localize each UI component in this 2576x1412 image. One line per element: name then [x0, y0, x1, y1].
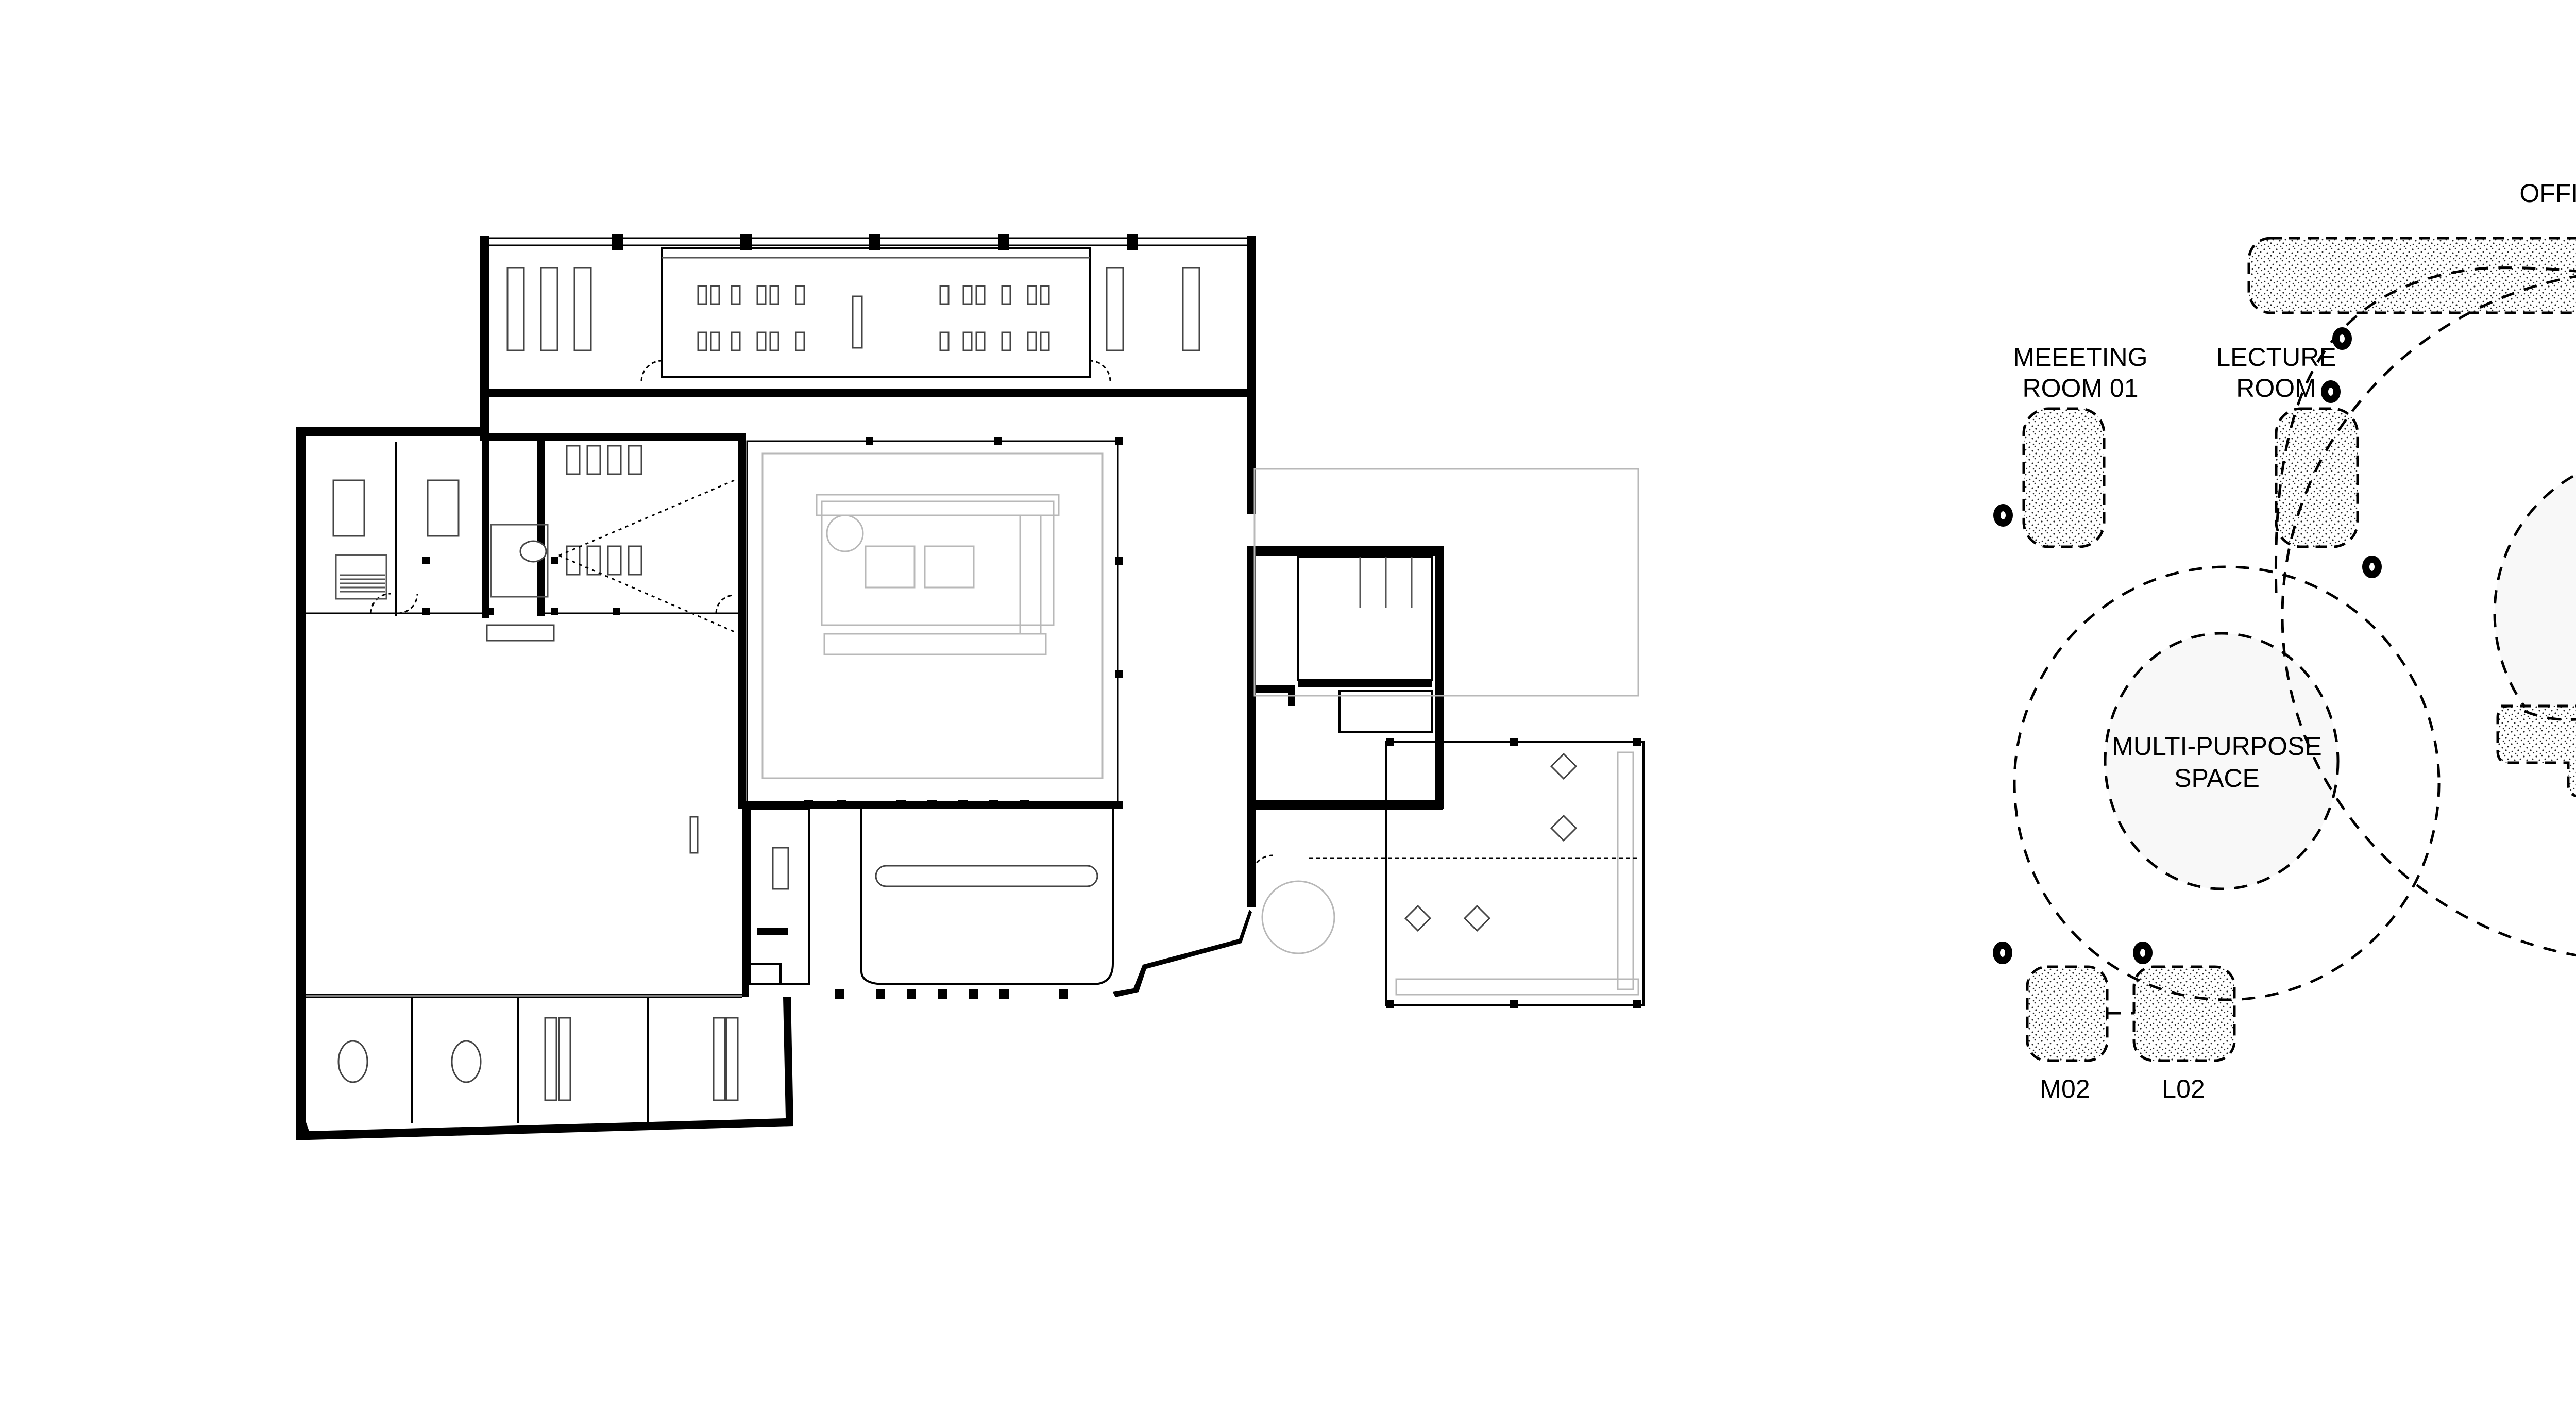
m02-node [1993, 942, 2012, 964]
meeting-room-01 [2022, 407, 2106, 548]
stair [335, 554, 387, 600]
left-circulation-ring [2013, 565, 2441, 1001]
lecture-node [2321, 380, 2341, 403]
office-link-node [2332, 327, 2352, 350]
floor-plan [296, 234, 1645, 1140]
lecture-to-office-link [2274, 266, 2576, 593]
lecture-lower-node [2362, 556, 2382, 578]
label-multipurpose-line2: SPACE [2174, 764, 2260, 793]
labels: OFFICE MEEETING ROOM 01 LECTURE ROOM RES… [2013, 179, 2576, 1103]
room-blobs [2022, 237, 2576, 1062]
circulation-paths [2013, 266, 2576, 1015]
void-courtyard [746, 437, 1123, 803]
m02-room [2026, 965, 2109, 1062]
bubble-diagram: OFFICE MEEETING ROOM 01 LECTURE ROOM RES… [1993, 179, 2576, 1103]
office-wing [480, 234, 1256, 514]
l02-node [2133, 942, 2153, 964]
label-l02: L02 [2162, 1074, 2205, 1103]
label-office: OFFICE [2519, 179, 2576, 208]
label-meeting-room-01-line2: ROOM 01 [2022, 374, 2138, 402]
workstations-right [573, 267, 1200, 351]
lecture-room-north [545, 445, 738, 614]
desk-rows-center [697, 285, 1050, 351]
label-multipurpose-line1: MULTI-PURPOSE [2112, 732, 2321, 761]
lecture-room [2275, 407, 2359, 548]
meeting01-node [1993, 504, 2013, 527]
kitchen [749, 808, 810, 985]
workstations-left [506, 267, 558, 351]
label-lecture-room-line1: LECTURE [2216, 343, 2336, 372]
meeting-rooms-south [306, 996, 742, 1123]
outer-walls [296, 427, 1444, 1128]
restrooms [1251, 556, 1433, 877]
office-room [2247, 237, 2576, 314]
void-space-zone [2493, 473, 2576, 753]
label-lecture-room-line2: ROOM [2236, 374, 2316, 402]
meeting-rooms-north [306, 433, 545, 618]
terrace [1253, 468, 1645, 1008]
lecture-room-south [296, 997, 793, 1140]
void-adjacent-lounge [2496, 704, 2576, 798]
nodes [1993, 327, 2382, 964]
lobby [306, 478, 742, 996]
label-m02: M02 [2040, 1074, 2090, 1103]
multipurpose-lounge [804, 800, 1252, 999]
multi-purpose-space-zone [2104, 632, 2340, 890]
l02-room [2132, 965, 2236, 1062]
label-meeting-room-01-line1: MEEETING [2013, 343, 2147, 372]
